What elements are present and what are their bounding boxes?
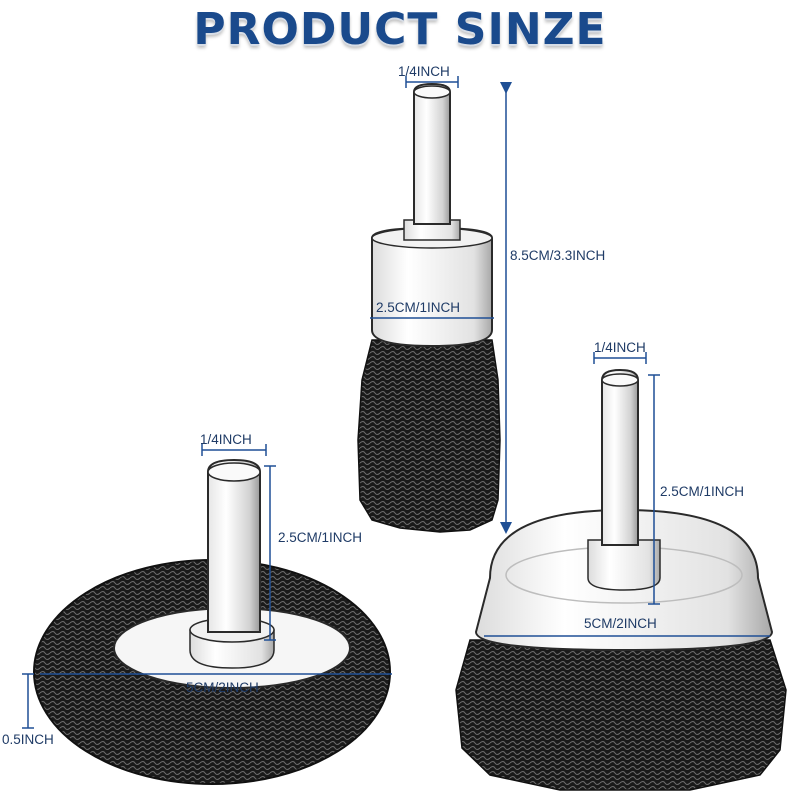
wheel-brush-shank <box>207 458 261 633</box>
wheel-brush-height-label: 2.5CM/1INCH <box>278 530 363 545</box>
cup-brush-height-label: 2.5CM/1INCH <box>660 484 745 499</box>
wheel-brush <box>33 458 391 785</box>
cup-brush-shank-label: 1/4INCH <box>594 340 646 355</box>
end-brush-wire <box>357 339 501 533</box>
wheel-brush-diameter-label: 5CM/2INCH <box>186 680 259 695</box>
end-brush-length-label: 8.5CM/3.3INCH <box>510 248 606 263</box>
end-brush-shank-label: 1/4INCH <box>398 64 450 79</box>
page-title: PRODUCT SINZE <box>193 4 607 55</box>
cup-brush-wire <box>455 639 787 791</box>
end-brush-shank <box>413 82 451 225</box>
end-brush-body-label: 2.5CM/1INCH <box>376 300 461 315</box>
cup-brush-shank <box>601 368 639 546</box>
wheel-brush-thickness-label: 0.5INCH <box>2 732 54 747</box>
dimension-lines <box>22 76 770 729</box>
cup-brush <box>455 368 787 791</box>
end-brush <box>357 82 501 533</box>
cup-brush-body <box>474 508 774 652</box>
end-brush-ferrule <box>371 219 493 348</box>
cup-brush-diameter-label: 5CM/2INCH <box>584 616 657 631</box>
wheel-brush-shank-label: 1/4INCH <box>200 432 252 447</box>
